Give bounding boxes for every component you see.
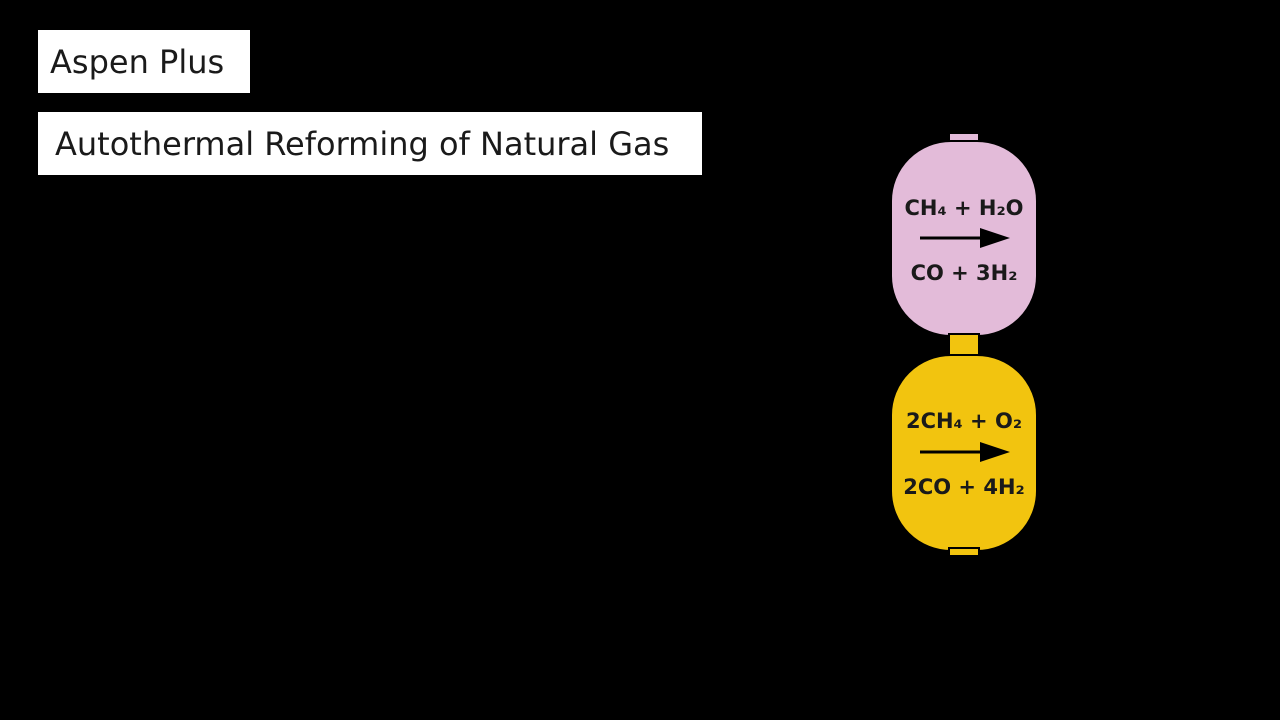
software-label: Aspen Plus bbox=[38, 30, 250, 93]
page-title-text: Autothermal Reforming of Natural Gas bbox=[55, 124, 670, 163]
page-title: Autothermal Reforming of Natural Gas bbox=[38, 112, 702, 175]
reactor-svg: CH₄ + H₂O CO + 3H₂ 2CH₄ + O₂ 2CO + 4H₂ bbox=[890, 132, 1038, 557]
arrow-right-icon bbox=[920, 228, 1010, 248]
oxidation-reactants: 2CH₄ + O₂ bbox=[906, 409, 1022, 433]
bottom-nozzle bbox=[948, 547, 980, 557]
steam-products: CO + 3H₂ bbox=[911, 261, 1018, 285]
arrow-right-icon bbox=[920, 442, 1010, 462]
oxidation-products: 2CO + 4H₂ bbox=[903, 475, 1024, 499]
software-label-text: Aspen Plus bbox=[50, 42, 225, 81]
steam-reactants: CH₄ + H₂O bbox=[904, 196, 1023, 220]
reactor-diagram: CH₄ + H₂O CO + 3H₂ 2CH₄ + O₂ 2CO + 4H₂ bbox=[880, 126, 1050, 566]
